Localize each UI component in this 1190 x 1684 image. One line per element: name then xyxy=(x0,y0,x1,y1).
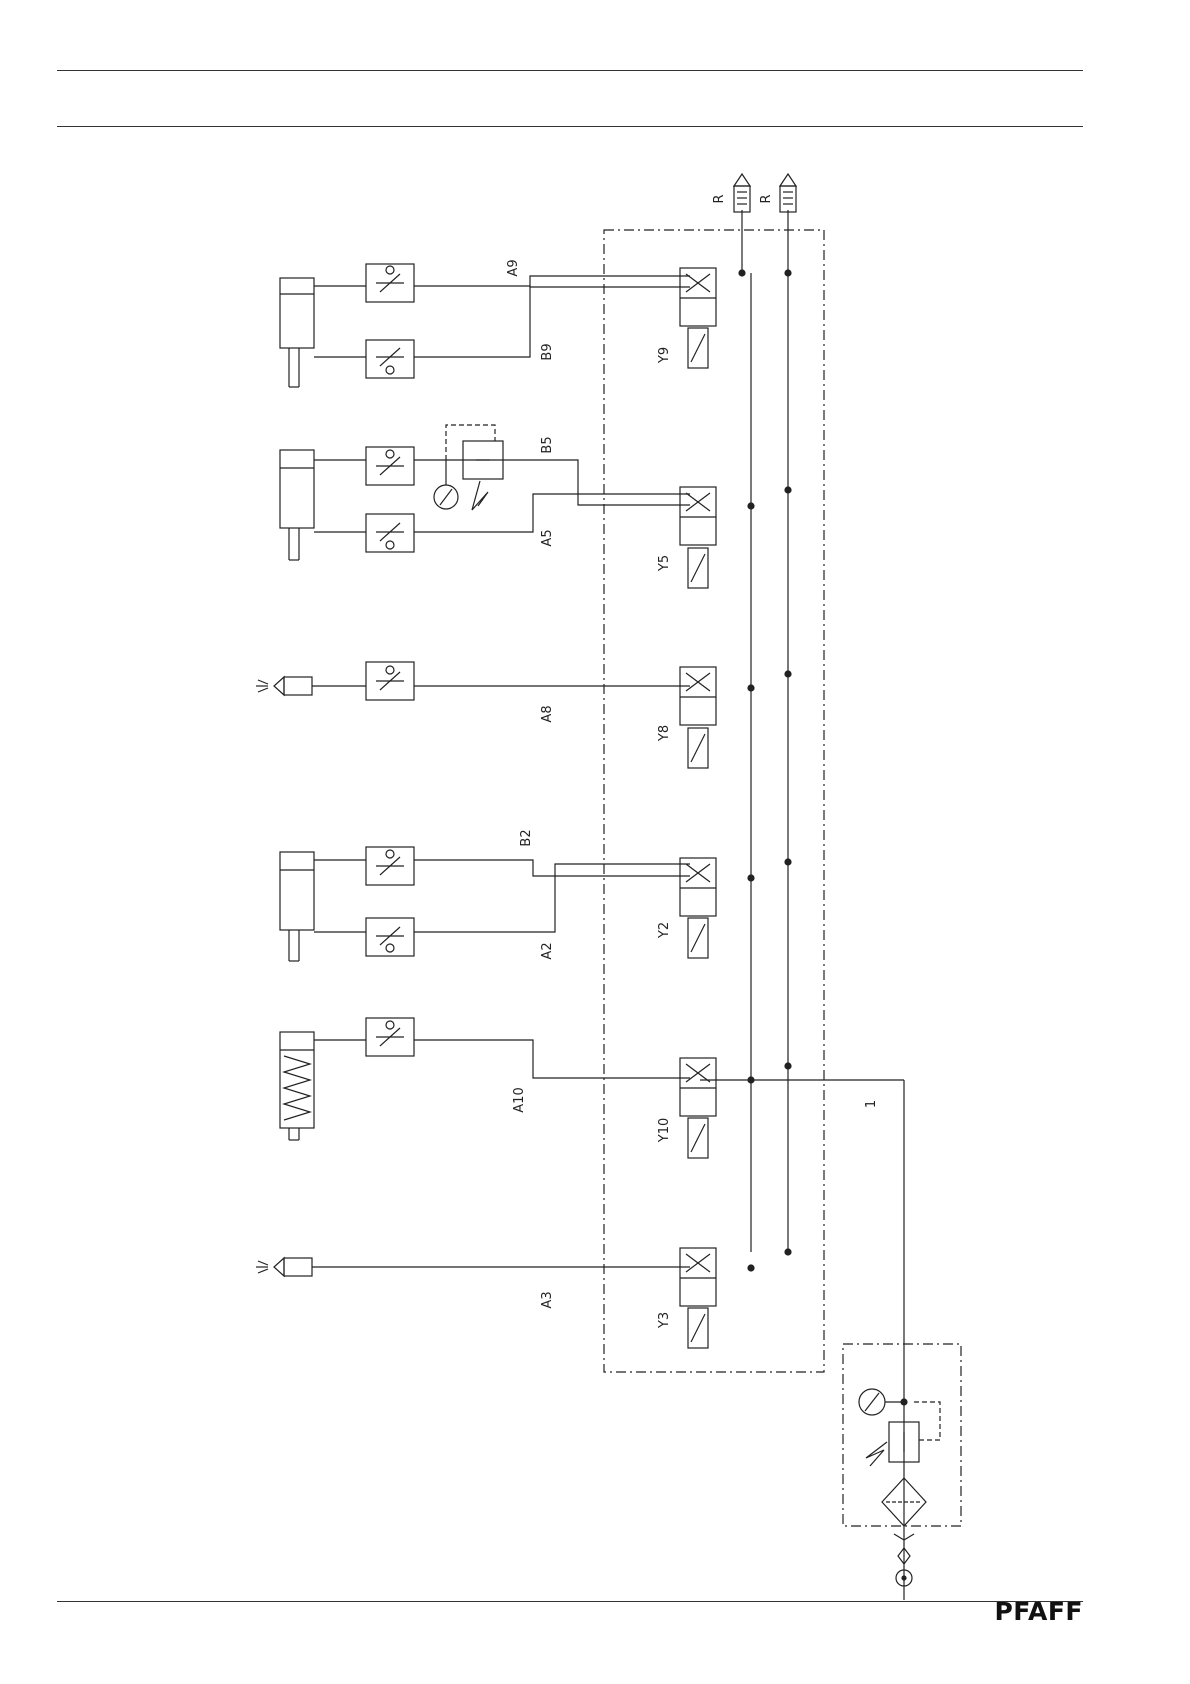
double-acting-cylinder-icon xyxy=(280,450,314,560)
valve-label-y10: Y10 xyxy=(657,1118,672,1143)
port-label-a10: A10 xyxy=(512,1087,527,1112)
solenoid-valve-icon xyxy=(680,858,716,958)
brand-logo: PFAFF xyxy=(994,1597,1083,1626)
solenoid-valve-icon xyxy=(680,667,716,768)
exhaust-rails xyxy=(742,210,788,1252)
silencer-icon xyxy=(780,174,796,212)
solenoid-valve-icon xyxy=(680,268,716,368)
flow-control-valve-icon xyxy=(366,1018,414,1056)
flow-control-valve-icon xyxy=(366,514,414,552)
flow-control-valve-icon xyxy=(366,340,414,378)
vent-label-2: R xyxy=(759,194,774,203)
main-supply-line xyxy=(700,1080,904,1600)
flow-control-valve-icon xyxy=(366,264,414,302)
valve-manifold-boundary xyxy=(604,230,824,1372)
valve-label-y3: Y3 xyxy=(657,1312,672,1329)
maintenance-unit-boundary xyxy=(843,1344,961,1526)
flow-control-valve-icon xyxy=(366,918,414,956)
port-label-a5: A5 xyxy=(540,529,555,546)
valve-label-y5: Y5 xyxy=(657,555,672,572)
station-y5: B5 A5 Y5 xyxy=(280,425,791,588)
port-label-a9: A9 xyxy=(506,259,521,276)
port-label-b9: B9 xyxy=(540,343,555,360)
valve-label-y2: Y2 xyxy=(657,922,672,939)
station-y9: A9 B9 Y9 xyxy=(280,259,791,387)
supply-label: 1 xyxy=(864,1100,879,1108)
pressure-gauge-icon xyxy=(434,485,458,509)
vent-label-1: R xyxy=(712,194,727,203)
station-y8: A8 Y8 xyxy=(256,662,791,768)
port-label-a2: A2 xyxy=(540,942,555,959)
solenoid-valve-icon xyxy=(680,1248,716,1348)
flow-control-valve-icon xyxy=(366,447,414,485)
pressure-gauge-icon xyxy=(859,1389,904,1415)
port-label-b5: B5 xyxy=(540,436,555,453)
valve-label-y8: Y8 xyxy=(657,725,672,742)
station-y10: A10 Y10 xyxy=(280,1018,791,1158)
flow-control-valve-icon xyxy=(366,847,414,885)
station-y3: A3 Y3 xyxy=(256,1248,791,1348)
footer-rule xyxy=(57,1601,1083,1602)
station-y2: B2 A2 Y2 xyxy=(280,829,791,961)
port-label-a8: A8 xyxy=(540,705,555,722)
pressure-regulator-icon xyxy=(446,425,503,510)
solenoid-valve-icon xyxy=(680,487,716,588)
double-acting-cylinder-icon xyxy=(280,852,314,961)
single-acting-spring-cylinder-icon xyxy=(280,1032,314,1140)
pressure-regulator-icon xyxy=(866,1402,940,1466)
double-acting-cylinder-icon xyxy=(280,278,314,387)
valve-label-y9: Y9 xyxy=(657,347,672,364)
blow-nozzle-icon xyxy=(256,1258,312,1276)
port-label-a3: A3 xyxy=(540,1291,555,1308)
port-label-b2: B2 xyxy=(519,829,534,846)
blow-nozzle-icon xyxy=(256,677,312,695)
silencer-icon xyxy=(734,174,750,212)
flow-control-valve-icon xyxy=(366,662,414,700)
solenoid-valve-icon xyxy=(680,1058,716,1158)
